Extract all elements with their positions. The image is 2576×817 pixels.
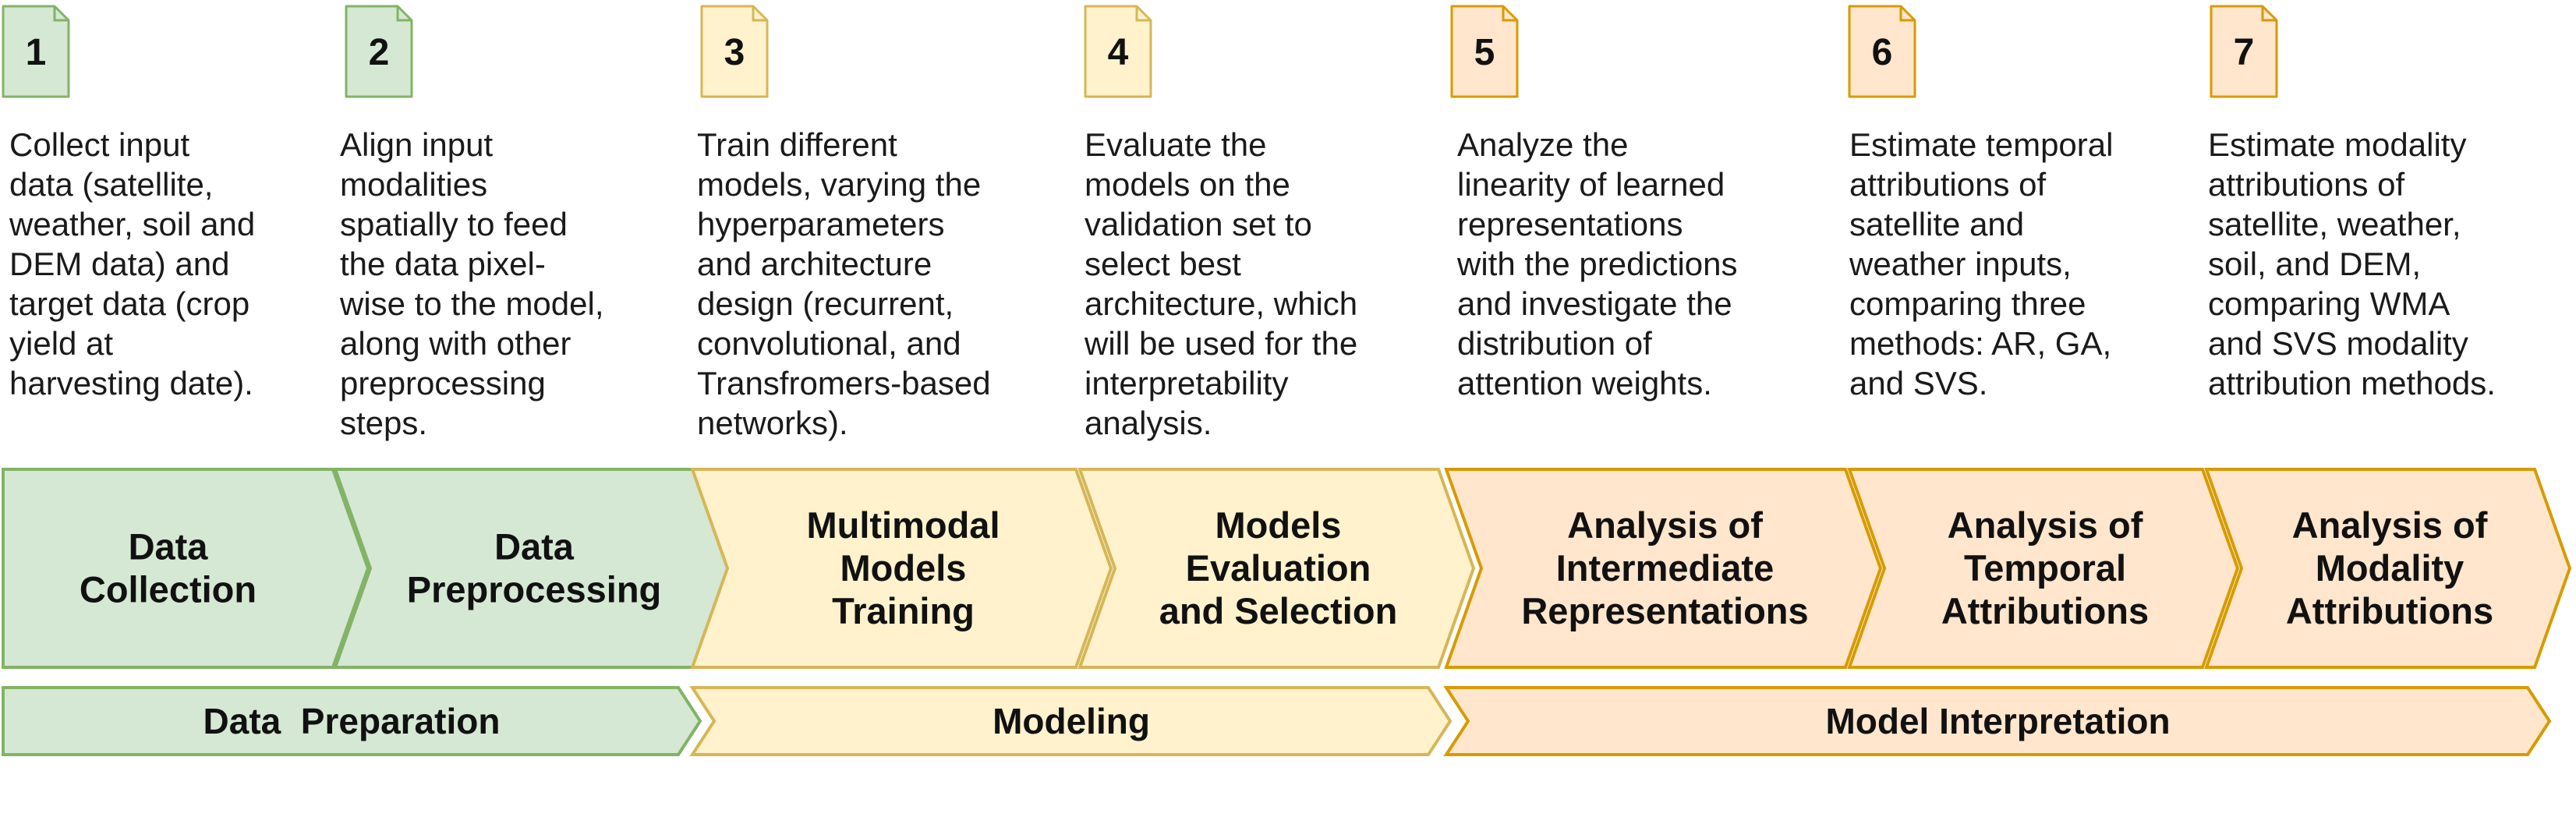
step-5-number-icon: 5 — [1450, 5, 1519, 98]
step-7-number: 7 — [2234, 32, 2255, 73]
phase-modeling: Modeling — [689, 686, 1453, 756]
phase-bars: Data Preparation Modeling Model Interpreta… — [2, 686, 2552, 756]
step-1-number-icon: 1 — [2, 5, 70, 98]
step-3-number: 3 — [724, 32, 745, 73]
phase-model-interpretation: Model Interpretation — [1443, 686, 2552, 756]
step-4-number: 4 — [1108, 32, 1129, 73]
step-3-number-icon: 3 — [700, 5, 769, 98]
phase-data-preparation-label: Data Preparation — [203, 701, 501, 741]
step-6-number-icon: 6 — [1848, 5, 1916, 98]
phase-model-interpretation-label: Model Interpretation — [1825, 701, 2170, 741]
step-6-number: 6 — [1872, 32, 1893, 73]
phase-data-preparation: Data Preparation — [2, 686, 702, 756]
step-number-icons: 1 2 3 4 5 6 7 — [2, 5, 2278, 98]
step-4-number-icon: 4 — [1084, 5, 1152, 98]
step-1-number: 1 — [26, 32, 47, 73]
step-2-number: 2 — [369, 32, 390, 73]
phase-modeling-label: Modeling — [993, 701, 1150, 741]
step-7-number-icon: 7 — [2210, 5, 2278, 98]
step-5-number: 5 — [1474, 32, 1495, 73]
step-2-number-icon: 2 — [345, 5, 413, 98]
